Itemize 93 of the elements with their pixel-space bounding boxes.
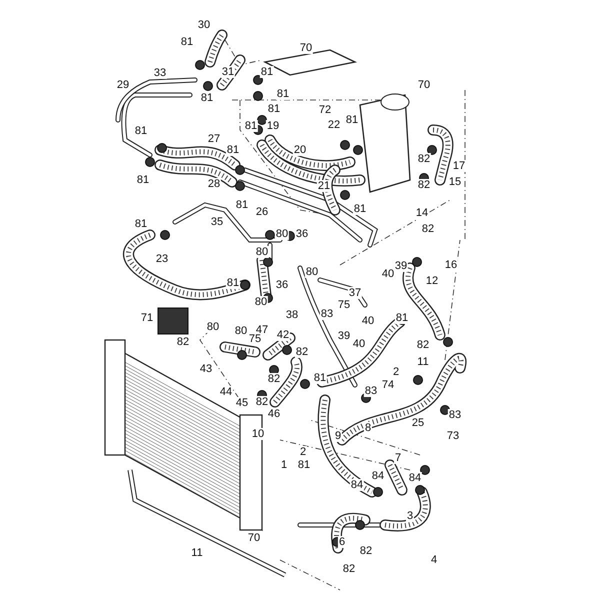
callout-number: 82	[416, 339, 430, 351]
callout-number: 75	[336, 299, 352, 311]
callout-number: 81	[226, 277, 240, 289]
callout-number: 80	[254, 246, 270, 258]
callout-number: 81	[296, 459, 312, 471]
callout-number: 40	[360, 315, 376, 327]
callout-number: 82	[254, 396, 270, 408]
callout-number: 7	[394, 452, 402, 464]
callout-number: 37	[348, 287, 362, 299]
callout-number: 81	[244, 120, 258, 132]
callout-number: 80	[304, 266, 320, 278]
callout-number: 82	[416, 153, 432, 165]
callout-number: 70	[416, 79, 432, 91]
callout-number: 82	[176, 336, 190, 348]
callout-number: 25	[410, 417, 426, 429]
callout-number: 81	[226, 144, 240, 156]
callout-number: 29	[116, 79, 130, 91]
callout-number: 81	[134, 218, 148, 230]
callout-number: 81	[352, 203, 368, 215]
callout-number: 21	[316, 180, 332, 192]
callout-number: 1	[280, 459, 288, 471]
callout-number: 83	[320, 308, 334, 320]
callout-number: 33	[152, 67, 168, 79]
callout-number: 3	[406, 510, 414, 522]
callout-number: 73	[446, 430, 460, 442]
callout-number: 39	[394, 260, 408, 272]
callout-number: 26	[254, 206, 270, 218]
callout-number: 80	[254, 296, 268, 308]
callout-number: 71	[140, 312, 154, 324]
callout-number: 20	[292, 144, 308, 156]
callout-number: 14	[414, 207, 430, 219]
callout-number: 23	[154, 253, 170, 265]
callout-number: 81	[134, 125, 148, 137]
callout-number: 19	[266, 120, 280, 132]
callout-number: 82	[416, 179, 432, 191]
callout-number: 81	[344, 114, 360, 126]
callout-number: 81	[260, 66, 274, 78]
callout-number: 82	[342, 563, 356, 575]
callout-number: 74	[380, 379, 396, 391]
callout-number: 2	[298, 446, 308, 458]
callout-number: 81	[312, 372, 328, 384]
callout-number: 70	[298, 42, 314, 54]
callout-number: 82	[420, 223, 436, 235]
callout-number: 81	[394, 312, 410, 324]
callout-number: 81	[200, 92, 214, 104]
callout-number: 84	[370, 470, 386, 482]
callout-number: 46	[266, 408, 282, 420]
callout-number: 70	[246, 532, 262, 544]
callout-number: 8	[364, 422, 372, 434]
callout-number: 6	[338, 536, 346, 548]
callout-number: 42	[276, 329, 290, 341]
callout-number: 17	[452, 160, 466, 172]
callout-number: 36	[274, 279, 290, 291]
callout-number: 82	[294, 346, 310, 358]
callout-number: 84	[350, 479, 364, 491]
callout-number: 16	[444, 259, 458, 271]
callout-number: 2	[392, 366, 400, 378]
callout-number: 83	[364, 385, 378, 397]
callout-number: 9	[334, 430, 342, 442]
callout-number: 81	[180, 36, 194, 48]
callout-number: 36	[294, 228, 310, 240]
callout-number: 80	[234, 325, 248, 337]
callout-number: 12	[424, 275, 440, 287]
callout-number: 35	[210, 216, 224, 228]
callout-number: 10	[250, 428, 266, 440]
callout-number: 40	[380, 268, 396, 280]
callout-number: 81	[234, 199, 250, 211]
callout-number: 11	[190, 547, 204, 559]
callout-number: 40	[352, 338, 366, 350]
callout-number: 27	[206, 133, 222, 145]
callout-number: 22	[326, 119, 342, 131]
callout-number: 11	[416, 356, 430, 368]
callout-number: 84	[408, 472, 422, 484]
callout-number: 31	[220, 66, 236, 78]
callout-number: 44	[218, 386, 234, 398]
callout-number: 80	[206, 321, 220, 333]
callout-number: 81	[136, 174, 150, 186]
callout-number: 83	[448, 409, 462, 421]
callout-number: 28	[206, 178, 222, 190]
callout-number: 82	[266, 373, 282, 385]
callout-number: 81	[266, 103, 282, 115]
callout-number: 80	[274, 228, 290, 240]
callout-number: 72	[318, 104, 332, 116]
callout-number: 15	[448, 176, 462, 188]
callout-number: 43	[198, 363, 214, 375]
callout-number: 38	[284, 309, 300, 321]
callout-number: 39	[336, 330, 352, 342]
callout-number: 75	[248, 333, 262, 345]
callout-number: 45	[234, 397, 250, 409]
callout-number: 81	[276, 88, 290, 100]
callout-number: 4	[430, 554, 438, 566]
callout-number: 82	[358, 545, 374, 557]
callout-number: 30	[196, 19, 212, 31]
